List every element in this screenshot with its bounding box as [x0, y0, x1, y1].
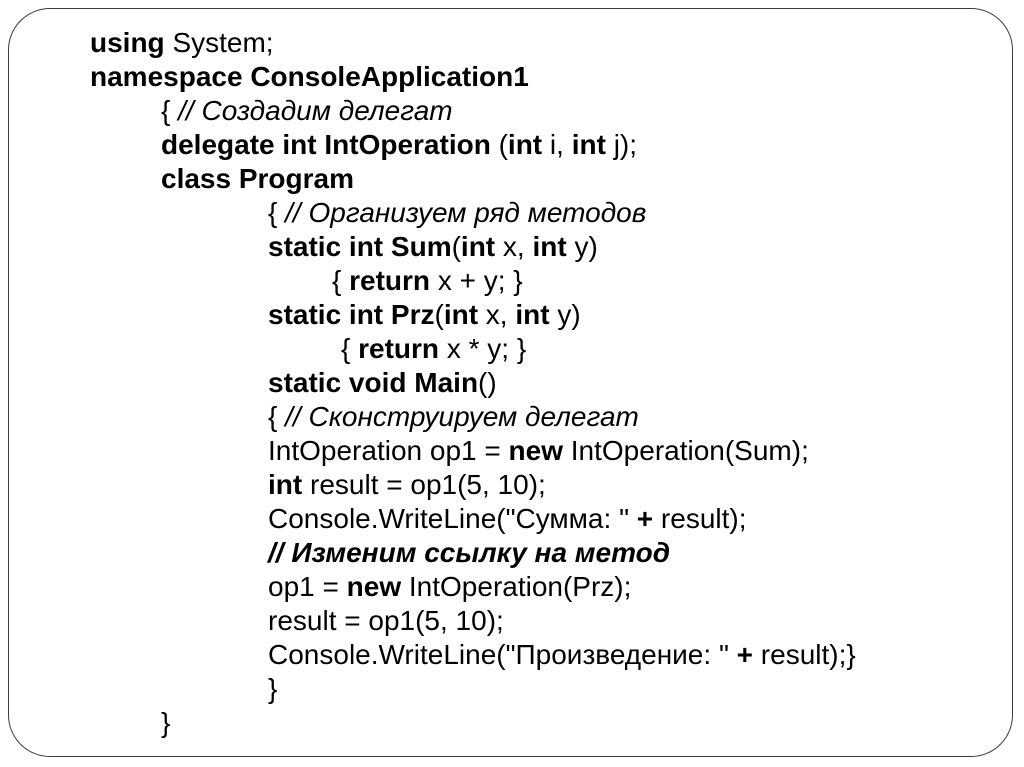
code-line: static int Sum(int x, int y)	[268, 230, 1024, 264]
code-line: op1 = new IntOperation(Prz);	[268, 570, 1024, 604]
code-line: IntOperation op1 = new IntOperation(Sum)…	[268, 434, 1024, 468]
code-segment: {	[341, 333, 359, 364]
code-segment: IntOperation(Prz);	[401, 571, 632, 602]
code-line: result = op1(5, 10);	[268, 604, 1024, 638]
code-segment: System;	[164, 27, 274, 58]
code-segment: int	[515, 299, 550, 330]
code-segment: y)	[549, 299, 581, 330]
code-segment: namespace ConsoleApplication1	[90, 61, 529, 92]
code-segment: class Program	[161, 163, 354, 194]
code-segment: int	[268, 469, 303, 500]
code-segment: int	[532, 231, 567, 262]
code-segment: int	[443, 299, 479, 330]
code-segment: x + y; }	[430, 265, 523, 296]
code-segment: int	[460, 231, 496, 262]
code-segment: delegate int IntOperation	[161, 129, 499, 160]
code-segment: // Организуем ряд методов	[285, 197, 647, 228]
code-line: delegate int IntOperation (int i, int j)…	[161, 128, 1024, 162]
code-segment: (	[434, 299, 444, 330]
code-segment: {	[268, 401, 286, 432]
code-line: int result = op1(5, 10);	[268, 468, 1024, 502]
code-segment: // Создадим делегат	[178, 95, 453, 126]
code-segment: new	[508, 435, 563, 466]
code-segment: {	[268, 197, 286, 228]
code-segment: +	[736, 639, 754, 670]
code-segment: result = op1(5, 10);	[268, 605, 504, 636]
code-segment: op1 =	[268, 571, 347, 602]
code-segment: Console.WriteLine("Сумма: "	[268, 503, 637, 534]
code-segment: Console.WriteLine("Произведение: "	[268, 639, 737, 670]
code-segment: using	[90, 27, 165, 58]
code-line: class Program	[161, 162, 1024, 196]
code-segment: +	[636, 503, 654, 534]
code-segment: x,	[495, 231, 533, 262]
code-line: }	[161, 706, 1024, 740]
code-segment: static int Sum	[268, 231, 452, 262]
code-segment: y)	[566, 231, 598, 262]
code-line: }	[268, 672, 1024, 706]
code-line: { // Организуем ряд методов	[268, 196, 1024, 230]
code-segment: // Сконструируем делегат	[285, 401, 639, 432]
code-segment: }	[268, 673, 278, 704]
code-segment: x,	[478, 299, 516, 330]
code-line: { // Сконструируем делегат	[268, 400, 1024, 434]
code-segment: {	[161, 95, 179, 126]
code-segment: }	[161, 707, 171, 738]
code-line: namespace ConsoleApplication1	[90, 60, 1024, 94]
code-segment: new	[346, 571, 402, 602]
code-segment: static int Prz	[268, 299, 435, 330]
code-block: using System;namespace ConsoleApplicatio…	[0, 26, 1024, 740]
code-segment: return	[358, 333, 440, 364]
code-segment: IntOperation op1 =	[268, 435, 509, 466]
code-segment: ()	[478, 367, 497, 398]
code-line: static int Prz(int x, int y)	[268, 298, 1024, 332]
code-segment: (	[451, 231, 461, 262]
code-segment: return	[349, 265, 431, 296]
code-line: // Изменим ссылку на метод	[268, 536, 1024, 570]
code-segment: int	[507, 129, 543, 160]
slide-border-frame	[8, 8, 1013, 757]
code-segment: i,	[542, 129, 572, 160]
code-line: { return x * y; }	[341, 332, 1024, 366]
code-segment: result);}	[753, 639, 856, 670]
code-line: static void Main()	[268, 366, 1024, 400]
code-line: Console.WriteLine("Сумма: " + result);	[268, 502, 1024, 536]
code-line: { return x + y; }	[332, 264, 1024, 298]
code-segment: result);	[653, 503, 747, 534]
code-line: Console.WriteLine("Произведение: " + res…	[268, 638, 1024, 672]
code-segment: (	[498, 129, 508, 160]
code-segment: x * y; }	[439, 333, 527, 364]
code-segment: {	[332, 265, 350, 296]
code-segment: j);	[605, 129, 638, 160]
code-segment: int	[571, 129, 606, 160]
code-segment: result = op1(5, 10);	[302, 469, 546, 500]
code-segment: // Изменим ссылку на метод	[268, 537, 671, 568]
code-segment: static void Main	[268, 367, 479, 398]
code-segment: IntOperation(Sum);	[562, 435, 809, 466]
code-line: { // Создадим делегат	[161, 94, 1024, 128]
code-line: using System;	[90, 26, 1024, 60]
